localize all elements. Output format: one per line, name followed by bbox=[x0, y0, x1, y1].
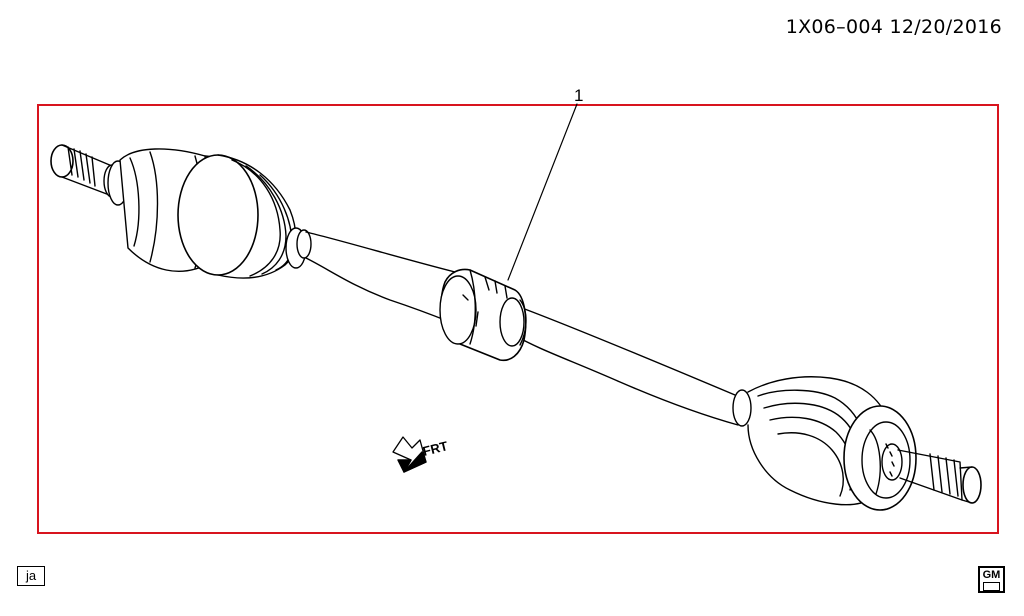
illustration-frame bbox=[37, 104, 999, 534]
callout-leader-1 bbox=[507, 103, 578, 281]
gm-logo-text: GM bbox=[982, 569, 1001, 581]
gm-logo-icon: GM bbox=[978, 566, 1005, 593]
front-direction-arrow-icon bbox=[392, 436, 427, 473]
callout-number-1: 1 bbox=[574, 86, 584, 105]
gm-logo-subbox bbox=[983, 582, 1000, 591]
dynamic-damper bbox=[439, 268, 527, 362]
outer-cv-joint-housing bbox=[843, 405, 917, 511]
front-direction-label: FRT bbox=[421, 438, 449, 459]
diagram-reference-date: 1X06–004 12/20/2016 bbox=[785, 16, 1002, 38]
language-code-box: ja bbox=[17, 566, 45, 586]
inner-cv-boot bbox=[177, 154, 312, 279]
inner-stub-shaft bbox=[50, 144, 129, 206]
outer-stub-shaft bbox=[897, 449, 982, 504]
axle-shaft bbox=[305, 231, 739, 426]
